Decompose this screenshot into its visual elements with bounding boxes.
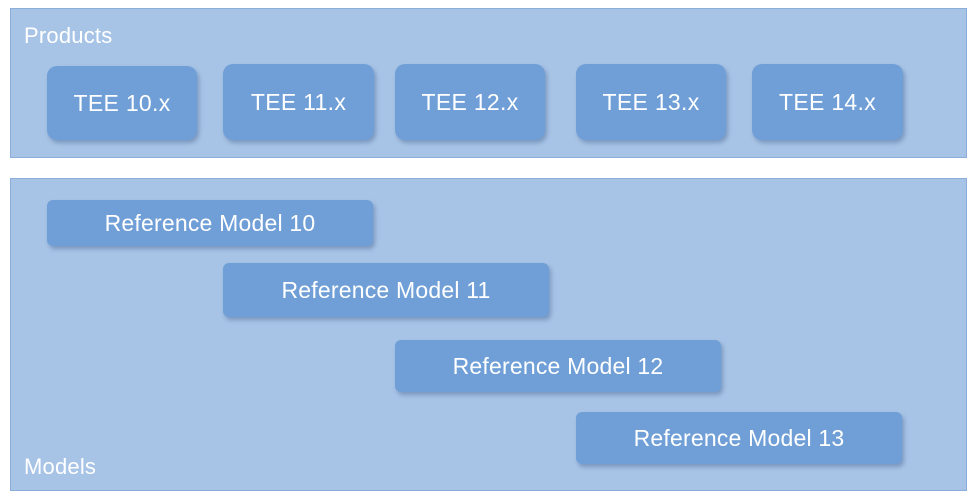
product-tee-12: TEE 12.x — [395, 64, 545, 140]
reference-model-11-bar: Reference Model 11 — [223, 263, 549, 317]
reference-model-13-bar: Reference Model 13 — [576, 412, 902, 464]
product-tee-11: TEE 11.x — [223, 64, 374, 140]
products-panel: Products TEE 10.x TEE 11.x TEE 12.x TEE … — [10, 8, 967, 158]
reference-model-10-bar: Reference Model 10 — [47, 200, 373, 246]
product-tee-14: TEE 14.x — [752, 64, 903, 140]
products-panel-label: Products — [24, 23, 113, 48]
models-panel: Models Reference Model 10 Reference Mode… — [10, 178, 967, 491]
reference-model-12-bar: Reference Model 12 — [395, 340, 721, 392]
product-tee-13: TEE 13.x — [576, 64, 726, 140]
product-tee-10: TEE 10.x — [47, 66, 197, 140]
models-panel-label: Models — [24, 454, 97, 479]
